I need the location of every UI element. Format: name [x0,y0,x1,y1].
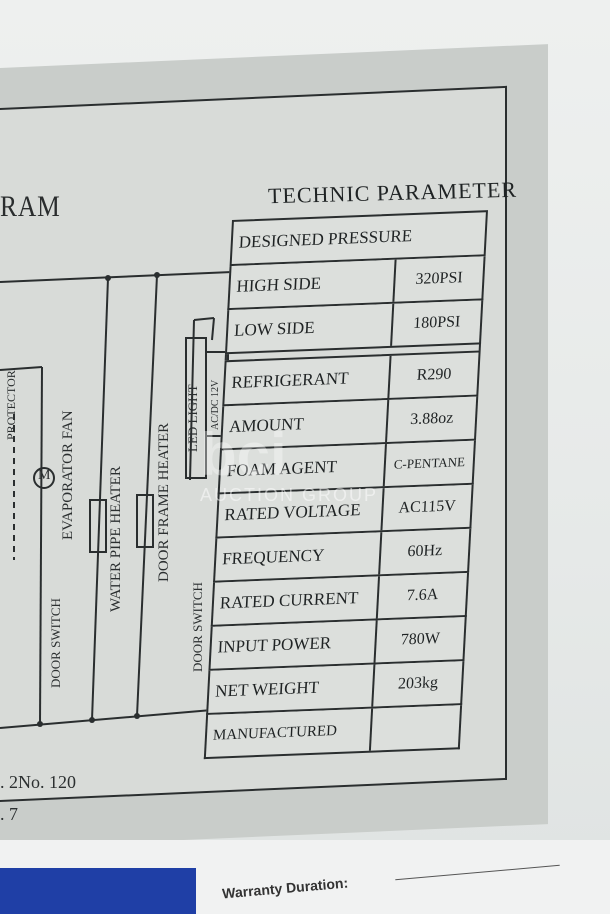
param-key: NET WEIGHT [208,664,376,713]
door-switch-label-left: DOOR SWITCH [48,598,63,688]
param-value: R290 [416,365,452,384]
param-value: 3.88oz [409,409,454,429]
param-value: 180PSI [412,313,461,333]
led-light-label: LED LIGHT [185,384,200,452]
water-pipe-heater-label: WATER PIPE HEATER [108,466,124,612]
param-key: REFRIGERANT [224,355,392,405]
param-key: MANUFACTURED [205,708,374,758]
watermark-logo: bci [200,421,287,488]
param-value: C-PENTANE [393,454,466,472]
door-frame-heater-label: DOOR FRAME HEATER [156,422,172,582]
param-key: RATED CURRENT [212,576,381,625]
designed-pressure-label: DESIGNED PRESSURE [238,226,413,252]
param-value: 203kg [397,674,439,693]
footnote-1: . 2No. 120 [0,772,76,792]
param-key: INPUT POWER [210,620,378,669]
param-value: 780W [400,630,441,649]
door-switch-label-right: DOOR SWITCH [190,582,205,672]
watermark-subtext: AUCTION GROUP [200,485,379,505]
motor-icon: M [38,468,51,483]
param-value [371,705,460,750]
diagram-title-fragment: RAM [0,190,61,223]
param-value: 320PSI [415,269,464,288]
param-value: AC115V [398,497,457,517]
param-key: FREQUENCY [215,532,383,581]
param-value: 60Hz [407,541,443,561]
param-key: LOW SIDE [227,303,395,353]
param-key: HIGH SIDE [229,259,397,309]
footnote-2: . 7 [0,804,18,824]
protector-label: PROTECTOR [4,370,18,440]
sticker-blue-band [0,868,196,914]
evaporator-fan-label: EVAPORATOR FAN [60,410,76,540]
param-value: 7.6A [406,586,439,605]
